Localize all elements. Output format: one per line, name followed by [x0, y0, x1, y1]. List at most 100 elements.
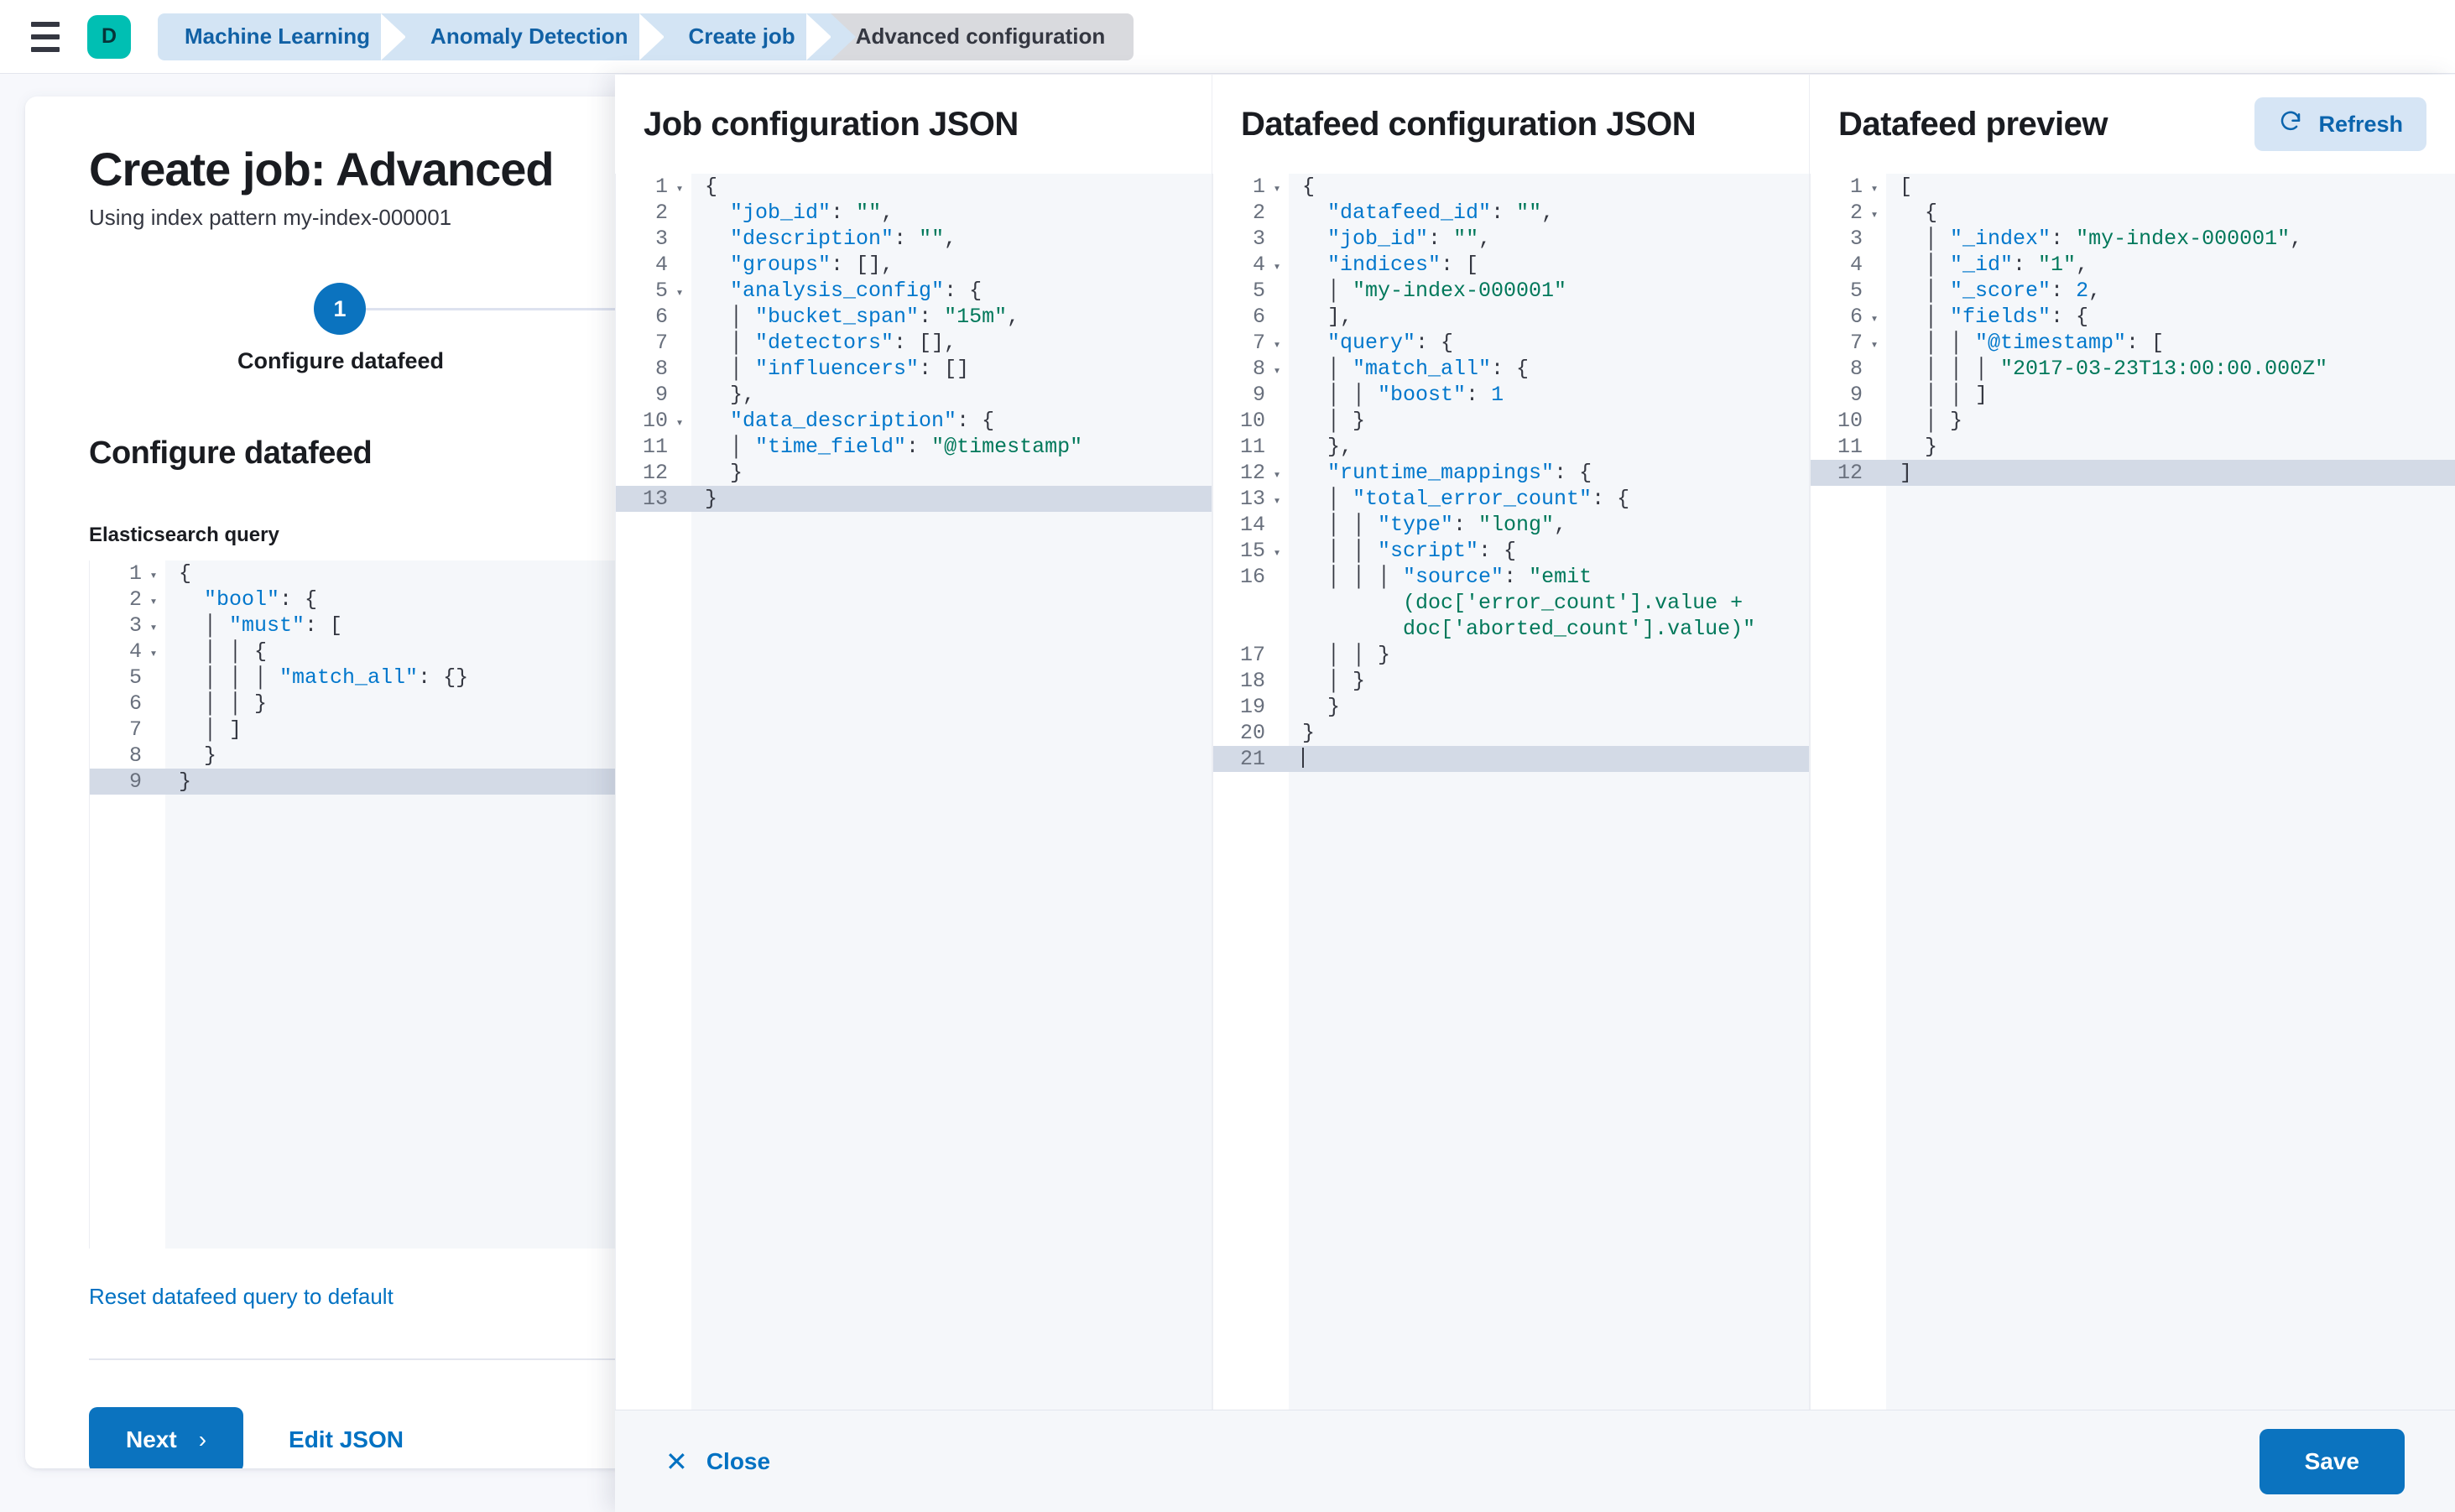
editor-line-number: 2▾	[1849, 201, 1879, 225]
editor-line-number: 3	[1252, 227, 1265, 251]
editor-code-line[interactable]: │ │ │ "source": "emit	[1302, 565, 1592, 589]
editor-code-line[interactable]: │ │ }	[1302, 643, 1391, 667]
editor-line-number: 1▾	[654, 175, 684, 199]
editor-code-line[interactable]: │ │ │ "2017-03-23T13:00:00.000Z"	[1900, 357, 2328, 381]
editor-code-line[interactable]: "query": {	[1327, 331, 1454, 355]
save-button[interactable]: Save	[2259, 1428, 2405, 1494]
editor-code-line[interactable]: [	[1900, 175, 1913, 199]
next-button[interactable]: Next ›	[89, 1407, 244, 1468]
editor-content[interactable]: { "job_id": "", "description": "", "grou…	[691, 174, 1212, 1410]
editor-code-line[interactable]: │ │ "script": {	[1302, 539, 1517, 563]
deployment-badge[interactable]: D	[87, 14, 131, 59]
editor-code-line[interactable]: {	[179, 561, 192, 586]
editor-code-line[interactable]: │ │ }	[179, 691, 268, 716]
editor-line-number: 2▾	[128, 587, 158, 612]
editor-code-line[interactable]: "runtime_mappings": {	[1327, 461, 1592, 485]
editor-line-number: 1▾	[128, 561, 158, 586]
edit-json-link[interactable]: Edit JSON	[289, 1426, 404, 1452]
editor-code-line[interactable]: │ │ "boost": 1	[1302, 383, 1504, 407]
refresh-button[interactable]: Refresh	[2254, 97, 2426, 151]
editor-content[interactable]: [ { │ "_index": "my-index-000001", │ "_i…	[1886, 174, 2455, 1410]
editor-code-line[interactable]: │ }	[1302, 669, 1366, 693]
editor-code-line[interactable]: "datafeed_id": "",	[1327, 201, 1555, 225]
editor-code-line[interactable]: "bool": {	[204, 587, 318, 612]
breadcrumb-arrow-icon	[830, 13, 856, 60]
hamburger-menu-icon[interactable]	[22, 13, 69, 60]
editor-code-line[interactable]: }	[1302, 721, 1316, 745]
editor-code-line[interactable]: │ "_id": "1",	[1900, 253, 2089, 277]
editor-code-line[interactable]: {	[1302, 175, 1316, 199]
editor-code-line[interactable]: │ │ ]	[1900, 383, 1988, 407]
editor-code-line[interactable]: │ "must": [	[179, 613, 343, 638]
editor-code-line[interactable]: }	[705, 461, 743, 485]
editor-code-line[interactable]: │ ]	[179, 717, 242, 742]
editor-code-line[interactable]: │ "match_all": {	[1302, 357, 1530, 381]
editor-content[interactable]: { "datafeed_id": "", "job_id": "", "indi…	[1289, 174, 1809, 1410]
editor-code-line[interactable]: │ "influencers": []	[705, 357, 970, 381]
editor-code-line[interactable]: }	[1302, 695, 1341, 719]
editor-code-line[interactable]: │ }	[1900, 409, 1963, 433]
next-button-label: Next	[126, 1426, 177, 1452]
breadcrumb-arrow-icon	[405, 13, 431, 60]
editor-code-line[interactable]: }	[1900, 435, 1938, 459]
editor-line-number: 7▾	[1849, 331, 1879, 355]
editor-line-number: 5▾	[654, 279, 684, 303]
editor-code-line[interactable]: │ "_score": 2,	[1900, 279, 2102, 303]
editor-code-line-wrapped[interactable]: (doc['error_count'].value +	[1302, 591, 1744, 615]
reset-datafeed-query-link[interactable]: Reset datafeed query to default	[89, 1284, 394, 1309]
editor-code-line[interactable]: │ │ │ "match_all": {}	[179, 665, 469, 690]
editor-code-line[interactable]: "description": "",	[730, 227, 957, 251]
editor-code-line[interactable]: }	[691, 486, 1212, 512]
editor-code-line[interactable]: "job_id": "",	[1327, 227, 1492, 251]
editor-code-line[interactable]: │ "fields": {	[1900, 305, 2089, 329]
editor-code-line[interactable]: },	[1302, 435, 1353, 459]
breadcrumb-arrow-icon	[663, 13, 689, 60]
editor-code-line[interactable]: {	[705, 175, 718, 199]
editor-code-line[interactable]: │ "my-index-000001"	[1302, 279, 1567, 303]
editor-line-number: 3▾	[128, 613, 158, 638]
editor-code-line[interactable]: "data_description": {	[730, 409, 995, 433]
breadcrumb-item-create-job[interactable]: Create job	[663, 13, 856, 60]
editor-code-line[interactable]: }	[179, 743, 217, 768]
editor-code-line[interactable]: ],	[1302, 305, 1353, 329]
editor-line-number: 6	[1252, 305, 1265, 329]
datafeed-preview-title: Datafeed preview	[1838, 105, 2108, 143]
close-button[interactable]: ✕ Close	[665, 1448, 770, 1475]
breadcrumb-item-machine-learning[interactable]: Machine Learning	[158, 13, 431, 60]
editor-code-line[interactable]: "job_id": "",	[730, 201, 894, 225]
editor-code-line[interactable]: │ │ "@timestamp": [	[1900, 331, 2165, 355]
editor-code-line[interactable]: │ "bucket_span": "15m",	[705, 305, 1020, 329]
section-title: Configure datafeed	[89, 435, 373, 471]
editor-code-line[interactable]	[1289, 746, 1809, 772]
datafeed-preview-header: Datafeed preview Refresh	[1810, 75, 2455, 174]
editor-code-line[interactable]: │ "time_field": "@timestamp"	[705, 435, 1083, 459]
editor-code-line[interactable]: "indices": [	[1327, 253, 1479, 277]
editor-code-line[interactable]: │ │ {	[179, 639, 268, 664]
editor-line-number: 6	[654, 305, 668, 329]
editor-code-line[interactable]: "groups": [],	[730, 253, 894, 277]
editor-code-line[interactable]: {	[1900, 201, 1938, 225]
editor-code-line[interactable]: │ "total_error_count": {	[1302, 487, 1630, 511]
editor-code-line[interactable]: │ "_index": "my-index-000001",	[1900, 227, 2303, 251]
editor-line-number: 12▾	[1239, 461, 1281, 485]
editor-line-number: 5	[1252, 279, 1265, 303]
editor-code-line-wrapped[interactable]: doc['aborted_count'].value)"	[1302, 617, 1756, 641]
editor-code-line[interactable]: │ │ "type": "long",	[1302, 513, 1567, 537]
editor-code-line[interactable]: ]	[1886, 460, 2455, 486]
editor-line-number: 17	[1239, 643, 1265, 667]
editor-code-line[interactable]: │ }	[1302, 409, 1366, 433]
breadcrumb-item-anomaly-detection[interactable]: Anomaly Detection	[405, 13, 689, 60]
editor-code-line[interactable]: },	[705, 383, 756, 407]
breadcrumb-item-label: Advanced configuration	[855, 23, 1106, 49]
editor-code-line[interactable]: │ "detectors": [],	[705, 331, 957, 355]
editor-line-number: 1▾	[1849, 175, 1879, 199]
stepper-step-1[interactable]: 1	[314, 283, 366, 335]
editor-line-number: 16	[1239, 565, 1265, 589]
editor-code-line[interactable]: "analysis_config": {	[730, 279, 983, 303]
